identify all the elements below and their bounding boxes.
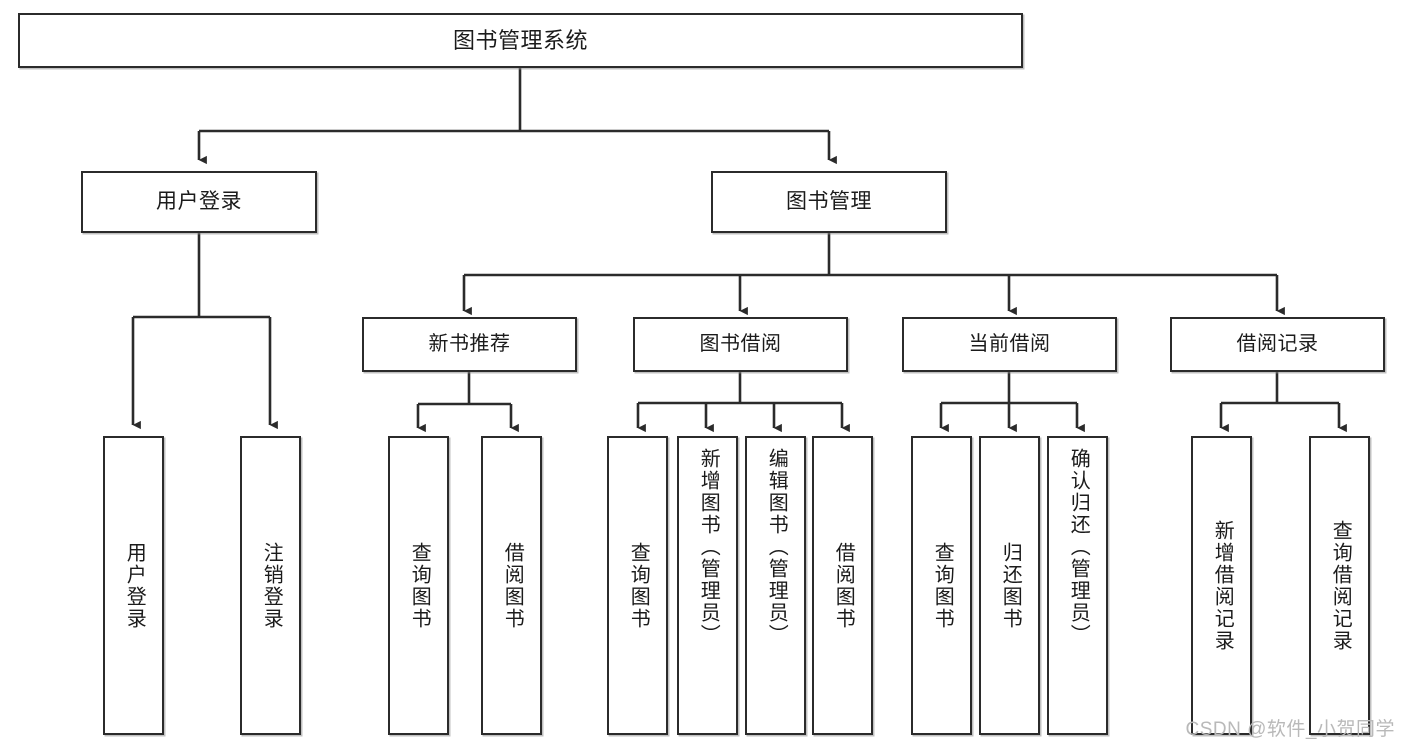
node-new-book-recommend[interactable]: 新书推荐 xyxy=(362,317,577,372)
node-leaf-add-book[interactable]: 新增图书（管理员） xyxy=(677,436,738,735)
node-leaf-user-logout[interactable]: 注销登录 xyxy=(240,436,301,735)
node-leaf-query-book-3[interactable]: 查询图书 xyxy=(911,436,972,735)
node-label: 图书管理系统 xyxy=(452,27,588,53)
node-leaf-user-login[interactable]: 用户登录 xyxy=(103,436,164,735)
node-label: 归还图书 xyxy=(999,541,1022,630)
node-label: 当前借阅 xyxy=(968,333,1051,355)
node-label: 借阅图书 xyxy=(832,541,855,630)
node-book-borrow[interactable]: 图书借阅 xyxy=(633,317,848,372)
node-leaf-borrow-book-1[interactable]: 借阅图书 xyxy=(481,436,542,735)
node-label: 用户登录 xyxy=(156,189,242,213)
node-label: 新增图书（管理员） xyxy=(697,448,720,646)
node-label: 查询图书 xyxy=(627,541,650,630)
node-leaf-borrow-book-2[interactable]: 借阅图书 xyxy=(812,436,873,735)
node-label: 用户登录 xyxy=(123,541,146,630)
node-label: 编辑图书（管理员） xyxy=(765,448,788,646)
node-borrow-record[interactable]: 借阅记录 xyxy=(1170,317,1385,372)
node-leaf-return-book[interactable]: 归还图书 xyxy=(979,436,1040,735)
node-label: 查询借阅记录 xyxy=(1329,519,1352,652)
node-leaf-edit-book[interactable]: 编辑图书（管理员） xyxy=(745,436,806,735)
node-root-book-management-system[interactable]: 图书管理系统 xyxy=(18,13,1023,68)
node-leaf-add-borrow-record[interactable]: 新增借阅记录 xyxy=(1191,436,1252,735)
node-label: 确认归还（管理员） xyxy=(1067,448,1090,646)
node-label: 查询图书 xyxy=(931,541,954,630)
node-leaf-query-book-1[interactable]: 查询图书 xyxy=(388,436,449,735)
node-label: 借阅记录 xyxy=(1236,333,1319,355)
node-label: 图书借阅 xyxy=(699,333,782,355)
node-label: 注销登录 xyxy=(260,541,283,630)
node-label: 新书推荐 xyxy=(428,333,511,355)
node-book-management[interactable]: 图书管理 xyxy=(711,171,947,233)
node-user-login[interactable]: 用户登录 xyxy=(81,171,317,233)
node-leaf-query-book-2[interactable]: 查询图书 xyxy=(607,436,668,735)
node-label: 新增借阅记录 xyxy=(1211,519,1234,652)
node-label: 借阅图书 xyxy=(501,541,524,630)
node-leaf-confirm-return[interactable]: 确认归还（管理员） xyxy=(1047,436,1108,735)
node-current-borrow[interactable]: 当前借阅 xyxy=(902,317,1117,372)
node-label: 查询图书 xyxy=(408,541,431,630)
node-label: 图书管理 xyxy=(786,189,872,213)
node-leaf-query-borrow-record[interactable]: 查询借阅记录 xyxy=(1309,436,1370,735)
